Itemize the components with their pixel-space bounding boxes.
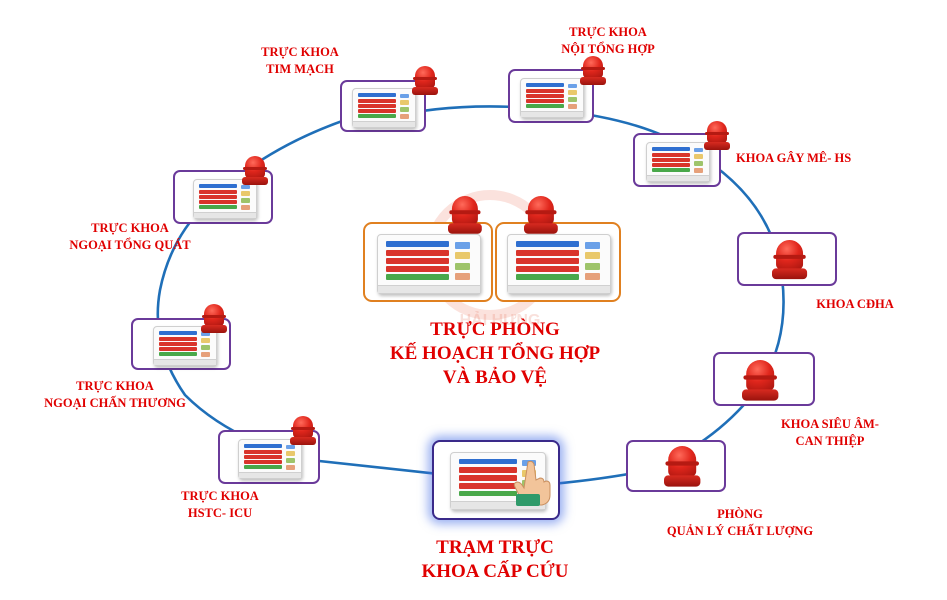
label-gay-me-hs: KHOA GÂY MÊ- HS xyxy=(736,151,852,165)
siren-icon xyxy=(664,446,701,488)
siren-icon xyxy=(524,196,558,235)
touch-panel-icon xyxy=(507,234,611,294)
hand-pointer-icon xyxy=(513,460,551,506)
touch-panel-icon xyxy=(520,78,584,118)
siren-icon xyxy=(704,121,730,151)
siren-icon xyxy=(290,416,316,446)
touch-panel-icon xyxy=(238,439,302,479)
touch-panel-icon xyxy=(377,234,481,294)
siren-icon xyxy=(580,56,606,86)
touch-panel-icon xyxy=(193,179,257,219)
node-tim-mach[interactable] xyxy=(340,80,426,132)
center-panel-left[interactable] xyxy=(363,222,493,302)
label-sieu-am: KHOA SIÊU ÂM-CAN THIỆP xyxy=(781,417,879,448)
touch-panel-icon xyxy=(352,88,416,128)
touch-panel-icon xyxy=(646,142,710,182)
siren-icon xyxy=(412,66,438,96)
node-gay-me-hs[interactable] xyxy=(633,133,721,187)
node-noi-tong-hop[interactable] xyxy=(508,69,594,123)
center-panel-right[interactable] xyxy=(495,222,621,302)
siren-icon xyxy=(772,240,808,281)
siren-icon xyxy=(242,156,268,186)
siren-icon xyxy=(742,360,779,402)
siren-icon xyxy=(201,304,227,334)
station-cap-cuu[interactable] xyxy=(432,440,560,520)
siren-icon xyxy=(448,196,482,235)
watermark-text: HẢI HƯNG xyxy=(459,312,541,329)
label-cdha: KHOA CĐHA xyxy=(816,297,894,311)
